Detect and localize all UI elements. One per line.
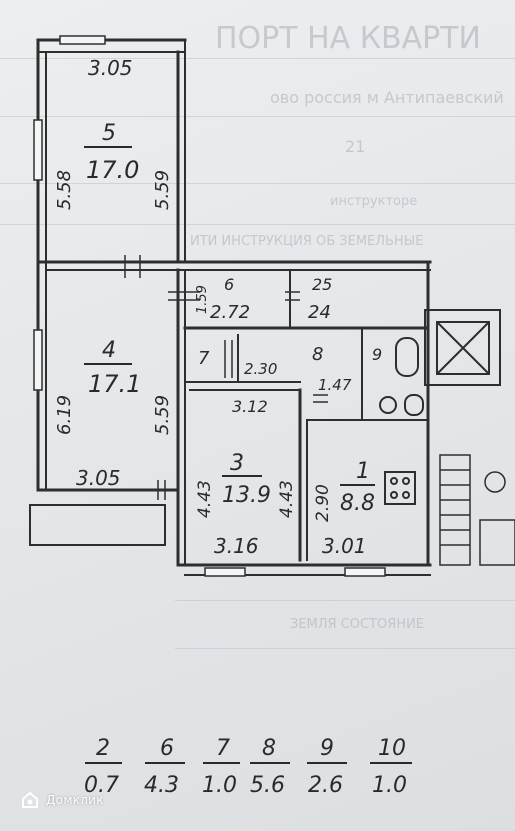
room-1-width-text: 3.01 [322,534,367,558]
bg-line5-text: ИТИ ИНСТРУКЦИЯ ОБ ЗЕМЕЛЬНЫЕ [190,234,423,249]
legend-area-text: 1.0 [372,773,407,798]
domclick-brand-text: Домклик [46,793,104,807]
room-3-left-dim-text: 4.43 [195,480,215,518]
room-5-number-text: 5 [102,121,116,146]
legend-area-text: 1.0 [202,773,237,798]
room-4-right-dim-text: 5.59 [152,395,173,435]
legend-item: 9 2.6 [307,736,347,798]
legend-item: 6 4.3 [144,736,185,798]
room-4-width-text: 3.05 [76,466,121,490]
legend-item: 10 1.0 [370,736,412,798]
room-6-side-text: 1.59 [195,285,210,314]
room-25-area-text: 24 [308,302,331,323]
room-25-number-text: 25 [312,275,332,294]
room-5-labels: 3.05 5 17.0 5.58 5.59 [54,56,173,210]
room-3-width-text: 3.16 [214,534,259,558]
room-3-right-dim-text: 4.43 [277,480,297,518]
room-5-width-text: 3.05 [88,56,133,80]
room-5-left-dim-text: 5.58 [54,170,75,210]
legend-room-text: 7 [216,736,230,761]
room-1-area-text: 8.8 [340,491,375,516]
bathtub-icon [395,337,419,377]
room-1-left-dim-text: 2.90 [313,484,333,522]
legend-room-text: 8 [262,736,276,761]
room-5-right-dim-text: 5.59 [152,170,173,210]
room-4-number-text: 4 [102,338,116,363]
stairs-icon [439,454,515,566]
room-3-labels: 3 13.9 3.16 4.43 4.43 [195,451,297,558]
room-4-left-dim-text: 6.19 [54,395,75,435]
legend-item: 8 5.6 [250,736,290,798]
stove-icon [384,471,416,505]
room-1-number-text: 1 [356,459,370,484]
windows [33,35,386,577]
legend-room-text: 9 [320,736,334,761]
room-5-area-text: 17.0 [86,156,139,184]
room-7-dim-text: 2.30 [244,360,277,378]
domclick-watermark: Домклик [20,790,104,810]
bg-line3-text: 21 [345,137,365,156]
room-8-dim-text: 3.12 [232,397,268,416]
room-4-area-text: 17.1 [88,370,141,398]
legend-room-text: 6 [160,736,174,761]
room-1-labels: 1 8.8 3.01 2.90 [313,459,375,558]
legend-item: 7 1.0 [202,736,240,798]
bg-line6-text: ЗЕМЛЯ СОСТОЯНИЕ [290,617,424,632]
room-4-labels: 4 17.1 3.05 6.19 5.59 [54,338,173,490]
door-marks [124,255,328,500]
room-9-number-text: 9 [372,345,382,364]
legend-room-text: 2 [96,736,110,761]
room-3-area-text: 13.9 [222,483,271,508]
room-6-area-text: 2.72 [210,302,250,323]
legend-room-text: 10 [378,736,406,761]
vent-shaft-icon [424,309,501,386]
room-8-number-text: 8 [312,344,323,365]
legend-area-text: 5.6 [250,773,285,798]
small-room-labels: 6 2.72 1.59 25 24 7 2.30 8 1.47 3.12 9 [195,275,382,416]
bg-header-text: ПОРТ НА КВАРТИ [215,21,481,56]
room-6-number-text: 6 [224,275,234,294]
background-document-text: ПОРТ НА КВАРТИ ово россия м Антипаевский… [0,21,515,649]
area-legend: 2 0.7 6 4.3 7 1.0 8 5.6 9 2.6 10 1.0 [84,736,412,798]
bg-line2-text: ово россия м Антипаевский [270,88,504,107]
legend-item: 2 0.7 [84,736,122,798]
legend-area-text: 2.6 [308,773,343,798]
legend-area-text: 4.3 [144,773,179,798]
sink-icon [379,394,424,416]
domclick-logo-icon [22,791,38,808]
room-8-area-text: 1.47 [318,376,352,394]
bg-line4-text: инструкторе [330,194,417,209]
room-3-number-text: 3 [230,451,244,476]
room-7-number-text: 7 [198,348,210,369]
legend-area-text: 0.7 [84,773,119,798]
